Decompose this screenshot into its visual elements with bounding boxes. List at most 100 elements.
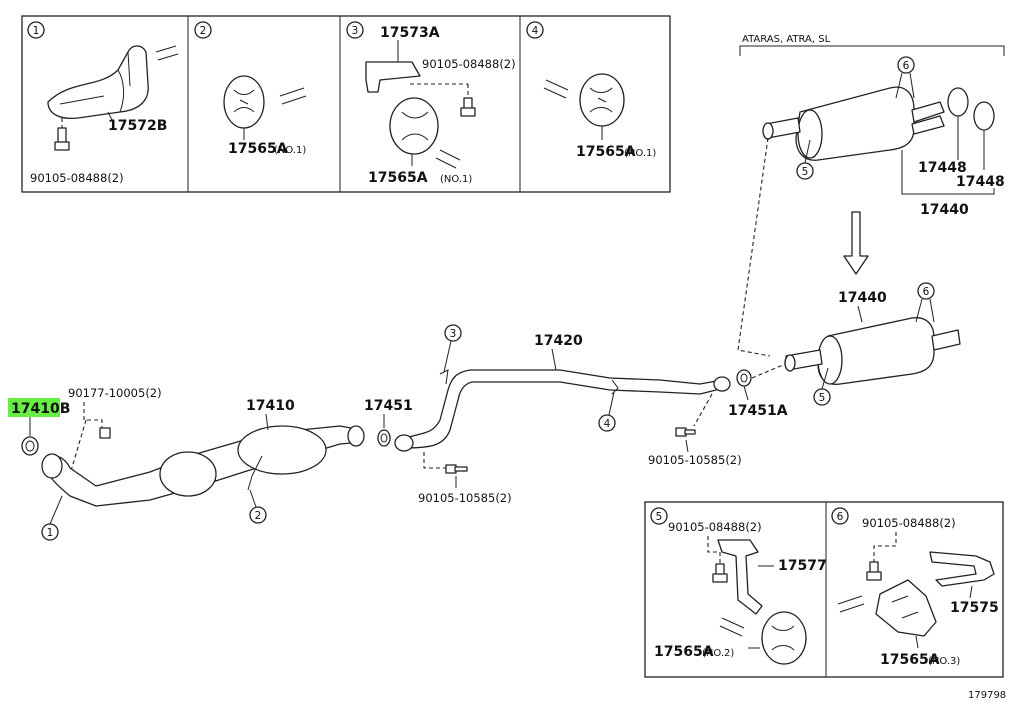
leader-dashed <box>751 361 791 379</box>
leader <box>969 585 973 599</box>
callout-circle <box>194 21 212 39</box>
callout-number: 1 <box>33 25 40 37</box>
leader <box>804 139 811 164</box>
part-label-17565A: 17565A <box>228 141 288 157</box>
muffler-end <box>797 109 823 159</box>
part-label-17577: 17577 <box>778 558 827 574</box>
callout-number: 2 <box>200 25 207 37</box>
bracket-17573A-shape <box>365 61 421 93</box>
bolt-head-icon <box>460 107 476 117</box>
tail-tip-17448 <box>947 87 969 117</box>
down-arrow-icon <box>843 211 869 275</box>
pipe-flange <box>713 376 731 392</box>
callout-number: 3 <box>352 25 359 37</box>
callout-box-4: 4 17565A (NO.1) <box>526 21 656 160</box>
callout-circle <box>444 324 462 342</box>
nut-icon <box>99 427 111 439</box>
bracket-line <box>901 150 995 195</box>
callout-circle <box>598 414 616 432</box>
hanger-rod <box>439 369 449 385</box>
catalytic-converter-body <box>159 451 217 497</box>
callout-number: 5 <box>656 511 663 523</box>
part-label-17440: 17440 <box>838 290 887 306</box>
part-label-17565A: 17565A <box>368 170 428 186</box>
callout-number: 6 <box>903 60 910 72</box>
part-label-90105-08488: 90105-08488(2) <box>422 57 516 71</box>
bracket-detail <box>59 51 131 113</box>
part-note: (NO.1) <box>624 148 656 159</box>
part-label-17448: 17448 <box>956 174 1005 190</box>
callout-circle <box>526 21 544 39</box>
leader <box>49 495 63 525</box>
leader <box>443 340 452 373</box>
hanger-detail <box>771 625 795 651</box>
hanger-detail <box>233 89 255 113</box>
bolt-head-icon <box>712 573 728 583</box>
part-label-17572B: 17572B <box>108 118 167 134</box>
callout-circle <box>831 507 849 525</box>
part-label-17575: 17575 <box>950 600 999 616</box>
rubber-hanger-icon <box>389 97 439 155</box>
hanger-stub <box>155 45 179 61</box>
callout-circle <box>249 506 267 524</box>
part-label-90105-10585: 90105-10585(2) <box>648 453 742 467</box>
callout-box-1: 1 17572B 90105-08488(2) <box>27 21 179 185</box>
leader <box>265 413 269 431</box>
drawing-number: 179798 <box>968 690 1006 701</box>
callout-box-group-bottom <box>644 501 1004 678</box>
bolt-icon <box>454 466 468 472</box>
callout-box-6: 6 90105-08488(2) 17575 17565A (NO.3) <box>831 507 999 668</box>
callout-number: 4 <box>532 25 539 37</box>
highlight-17410B <box>8 398 60 417</box>
leader-dashed <box>693 393 713 427</box>
leader <box>821 367 829 390</box>
leader <box>857 305 863 323</box>
part-note: (NO.1) <box>440 174 472 185</box>
gasket-hole <box>380 433 388 443</box>
leader <box>957 116 985 170</box>
part-label-17410B[interactable]: 17410B <box>11 401 70 417</box>
hanger-stub <box>719 617 745 637</box>
leader-dashed <box>83 402 103 430</box>
leader-dashed <box>737 137 771 357</box>
leader <box>743 385 749 401</box>
part-label-17440: 17440 <box>920 202 969 218</box>
callout-circle <box>650 507 668 525</box>
tail-pipe <box>931 329 961 351</box>
outlet-pipes <box>911 101 945 135</box>
pipe-flange <box>762 122 774 140</box>
part-label-17451A: 17451A <box>728 403 788 419</box>
part-label-17565A: 17565A <box>880 652 940 668</box>
bracket-17577-shape <box>717 539 763 615</box>
bolt-icon <box>684 429 696 435</box>
variant-bracket <box>739 45 1005 56</box>
callout-number: 5 <box>802 166 809 178</box>
callout-number: 2 <box>255 510 262 522</box>
pipe-flange <box>784 354 796 372</box>
part-label-90105-08488: 90105-08488(2) <box>668 520 762 534</box>
pipe-outlet-flange <box>347 425 365 447</box>
muffler-17440-variant <box>795 86 915 161</box>
leader <box>895 72 915 99</box>
part-label-17451: 17451 <box>364 398 413 414</box>
hanger-stub <box>543 79 569 99</box>
gasket-17410B <box>21 436 39 456</box>
callout-box-2: 2 17565A (NO.1) <box>194 21 307 157</box>
callout-box-5: 5 90105-08488(2) 17577 17565A (NO.2) <box>650 507 827 665</box>
part-label-17448: 17448 <box>918 160 967 176</box>
main-assembly: 17410B 90177-10005(2) 17410 1 2 17451 <box>8 137 961 541</box>
part-label-90105-08488: 90105-08488(2) <box>862 516 956 530</box>
hanger-stub <box>279 87 307 105</box>
part-label-90105-10585: 90105-10585(2) <box>418 491 512 505</box>
part-label-17573A: 17573A <box>380 25 440 41</box>
pipe-flange <box>394 434 414 452</box>
part-note: (NO.1) <box>274 145 306 156</box>
callout-number: 6 <box>837 511 844 523</box>
leader <box>685 439 689 453</box>
callout-number: 3 <box>450 328 457 340</box>
hanger-detail <box>401 111 429 141</box>
callout-circle <box>27 21 45 39</box>
bolt-head-icon <box>54 141 70 151</box>
bolt-head-icon <box>866 571 882 581</box>
